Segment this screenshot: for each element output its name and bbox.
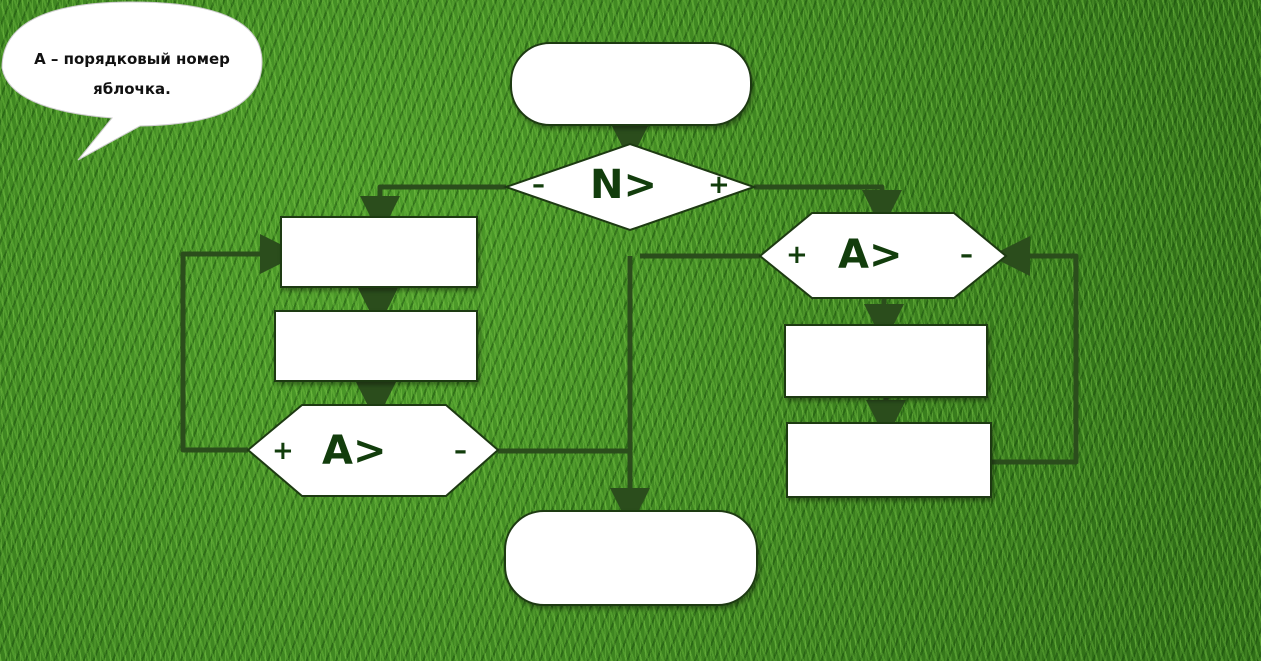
top-decision-minus-sign: – <box>532 170 545 200</box>
left-decision-plus-sign: + <box>272 436 294 466</box>
connector-top-minus-branch <box>360 184 506 236</box>
left-decision-minus-sign: – <box>454 436 467 466</box>
top-decision-label: N> <box>590 162 657 208</box>
callout-bubble <box>1 1 263 161</box>
right-decision-label: A> <box>838 232 903 278</box>
connectors <box>180 122 1079 528</box>
left-decision-label: A> <box>322 428 387 474</box>
right-process-box-2 <box>786 422 992 498</box>
connector-right-loop <box>990 236 1079 465</box>
right-process-box-1 <box>784 324 988 398</box>
end-terminal <box>504 510 758 606</box>
right-decision-shape <box>758 212 1008 299</box>
top-decision-shape <box>502 142 758 232</box>
connector-top-plus-branch <box>754 184 902 230</box>
right-decision-plus-sign: + <box>786 240 808 270</box>
top-decision-plus-sign: + <box>708 170 730 200</box>
left-decision-shape <box>246 404 500 497</box>
callout-line-1: A – порядковый номер <box>34 50 230 68</box>
right-decision-minus-sign: – <box>960 240 973 270</box>
connector-left-loop <box>180 234 300 453</box>
callout-line-2: яблочка. <box>93 80 171 98</box>
start-terminal <box>510 42 752 126</box>
left-process-box-1 <box>280 216 478 288</box>
callout-text: A – порядковый номер яблочка. <box>14 44 250 104</box>
left-process-box-2 <box>274 310 478 382</box>
